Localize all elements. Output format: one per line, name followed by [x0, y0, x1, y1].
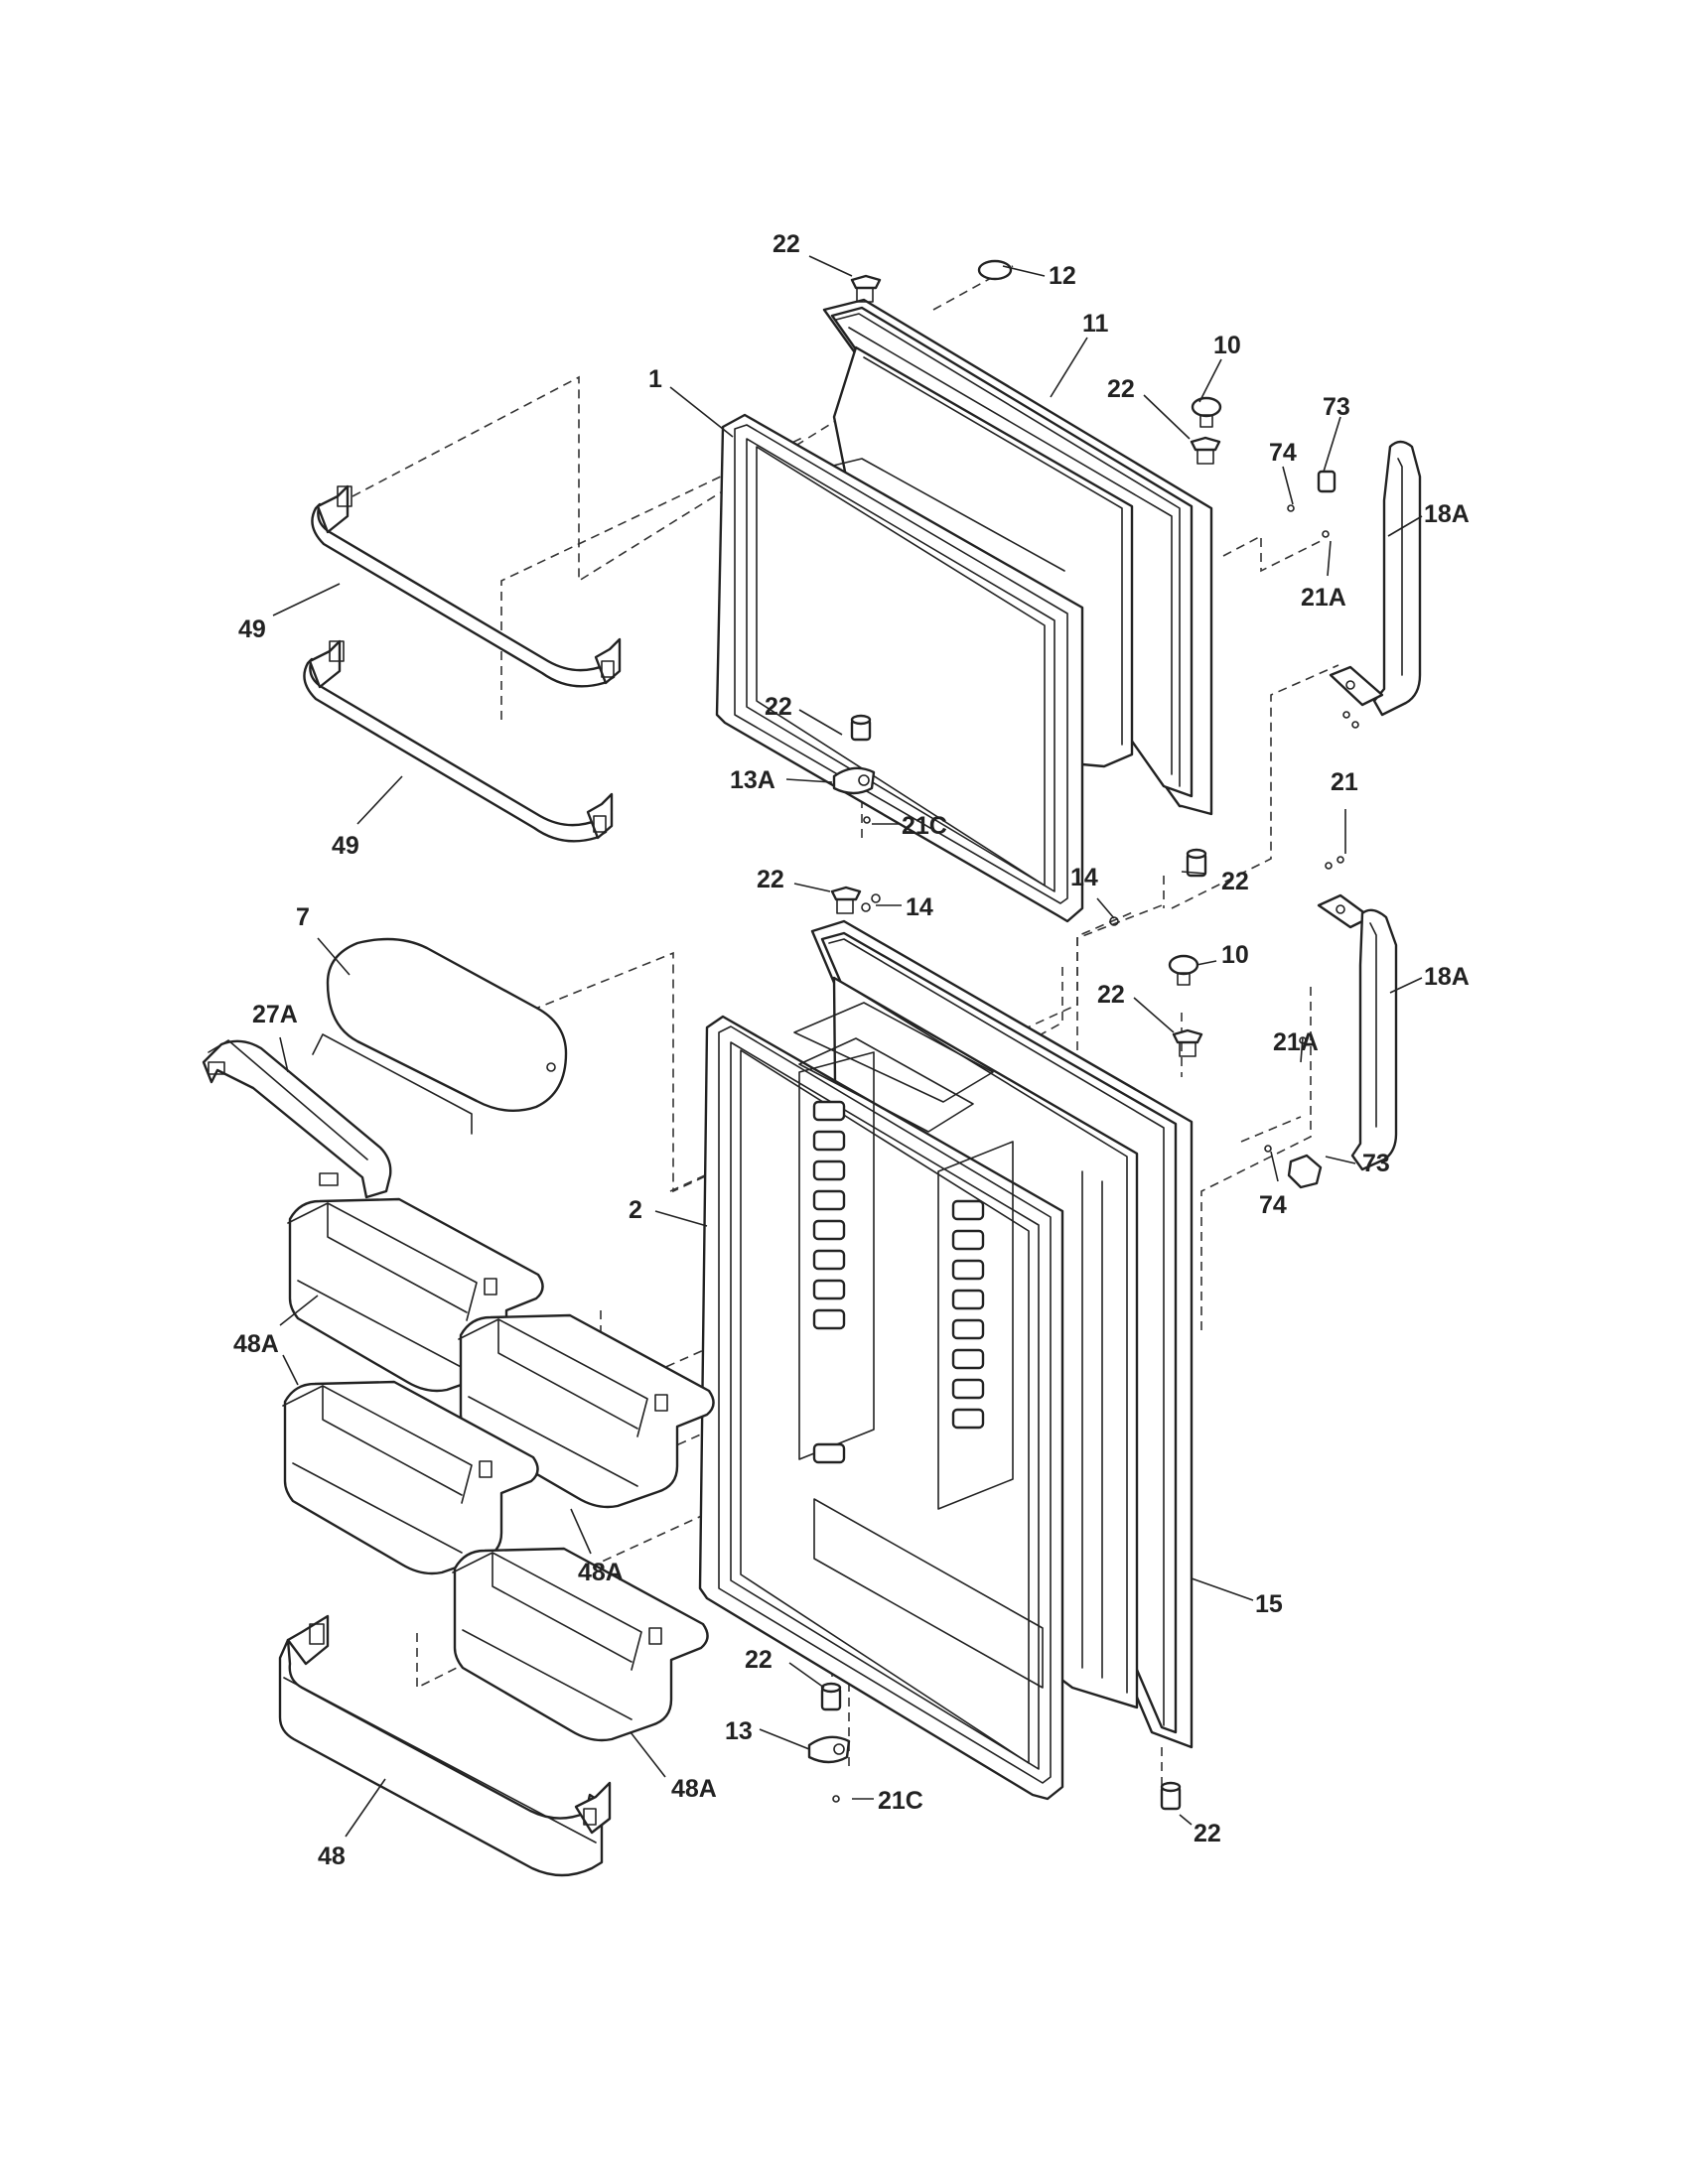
callout-14: 14 [1070, 864, 1098, 891]
callout-7: 7 [296, 903, 310, 931]
callout-48a: 48A [233, 1330, 279, 1358]
callout-21: 21 [1331, 768, 1358, 796]
callout-12: 12 [1049, 262, 1076, 290]
fresh-food-door-hinge-parts [807, 886, 1203, 1811]
callout-13a: 13A [730, 766, 775, 794]
callout-22: 22 [757, 866, 784, 893]
freezer-door-handle [1287, 440, 1422, 729]
dairy-door-hinge-bar [202, 1039, 392, 1199]
callout-49: 49 [238, 615, 266, 643]
callout-74: 74 [1269, 439, 1297, 467]
callout-22: 22 [1097, 981, 1125, 1009]
callout-2: 2 [629, 1196, 642, 1224]
fresh-food-door-handle [1264, 856, 1398, 1189]
callout-11: 11 [1082, 310, 1109, 338]
door-bin-bottom-right [452, 1547, 709, 1742]
door-bin-lower-left [282, 1380, 539, 1575]
dairy-compartment-door [312, 937, 568, 1135]
freezer-door-gasket [715, 413, 1084, 923]
callout-48a: 48A [671, 1775, 717, 1803]
callout-1: 1 [648, 365, 662, 393]
callout-18a: 18A [1424, 963, 1470, 991]
callout-22: 22 [1221, 868, 1249, 895]
freezer-door-bottom-hinge-parts [832, 714, 1207, 878]
callout-73: 73 [1323, 393, 1350, 421]
callout-22: 22 [765, 693, 792, 721]
callout-13: 13 [725, 1717, 753, 1745]
callout-74: 74 [1259, 1191, 1287, 1219]
callout-18a: 18A [1424, 500, 1470, 528]
callout-21c: 21C [878, 1787, 923, 1815]
callout-10: 10 [1221, 941, 1249, 969]
freezer-door-shelf-bar-lower [303, 639, 614, 843]
callout-15: 15 [1255, 1590, 1283, 1618]
callout-48a: 48A [578, 1559, 624, 1586]
callout-14: 14 [906, 893, 933, 921]
callout-22: 22 [1194, 1820, 1221, 1847]
callout-48: 48 [318, 1843, 346, 1870]
callout-leaders [272, 255, 1423, 1838]
callout-73: 73 [1362, 1150, 1390, 1177]
freezer-door-shelf-bar-upper [311, 484, 622, 688]
fresh-food-door-inner-liner [793, 1002, 1044, 1689]
callout-10: 10 [1213, 332, 1241, 359]
callout-27a: 27A [252, 1001, 298, 1028]
callout-22: 22 [745, 1646, 773, 1674]
freezer-door-top-hinge-parts [850, 259, 1222, 465]
callout-21c: 21C [902, 812, 947, 840]
callout-labels: 22 12 11 10 22 1 73 74 18A 21A 49 22 13A… [233, 230, 1470, 1870]
callout-21a: 21A [1301, 584, 1346, 612]
callout-21a: 21A [1273, 1028, 1319, 1056]
callout-22: 22 [1107, 375, 1135, 403]
callout-49: 49 [332, 832, 359, 860]
callout-22: 22 [773, 230, 800, 258]
door-bottom-shelf [278, 1614, 612, 1877]
